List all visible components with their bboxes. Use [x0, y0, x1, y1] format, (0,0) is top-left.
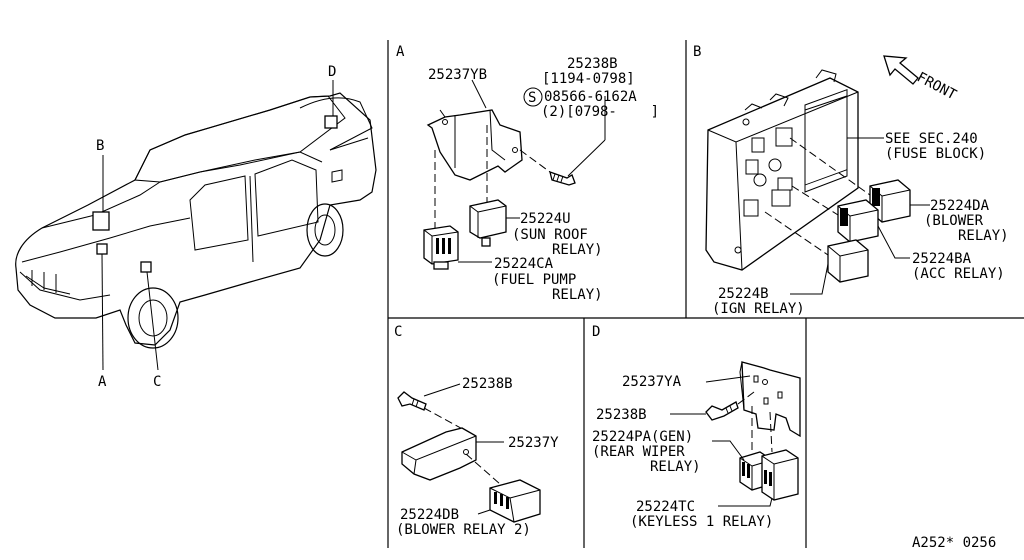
- section-c-title: C: [394, 324, 402, 340]
- a-screw-alt-label: 08566-6162A: [544, 89, 637, 105]
- a-relay1-desc1-label: (SUN ROOF: [512, 227, 588, 243]
- section-a-title: A: [396, 44, 405, 60]
- diagram-code: A252* 0256: [912, 535, 996, 551]
- a-relay1-part-label: 25224U: [520, 211, 571, 227]
- a-relay1-desc2-label: RELAY): [552, 242, 603, 258]
- a-bracket-label: 25237YB: [428, 67, 487, 83]
- section-b-parts: [705, 55, 930, 295]
- front-arrow-icon: [883, 55, 919, 85]
- c-relay-desc-label: (BLOWER RELAY 2): [396, 522, 531, 538]
- a-relay2-desc2-label: RELAY): [552, 287, 603, 303]
- car-locator-c: C: [153, 374, 161, 390]
- b-blower-part-label: 25224DA: [930, 198, 990, 214]
- a-screw-part-label: 25238B: [567, 56, 618, 72]
- section-d-parts: [670, 361, 801, 507]
- b-see-sec-label: SEE SEC.240: [885, 131, 978, 147]
- car-illustration: [15, 80, 377, 371]
- section-d-title: D: [592, 324, 600, 340]
- car-locator-b: B: [96, 138, 104, 154]
- d-relay2-part-label: 25224TC: [636, 499, 695, 515]
- d-relay1-desc2-label: RELAY): [650, 459, 701, 475]
- b-blower-desc2-label: RELAY): [958, 228, 1009, 244]
- panel-frame: [387, 40, 1024, 548]
- car-locator-d: D: [328, 64, 336, 80]
- c-screw-label: 25238B: [462, 376, 513, 392]
- b-acc-desc-label: (ACC RELAY): [912, 266, 1005, 282]
- d-relay1-desc1-label: (REAR WIPER: [592, 444, 685, 460]
- a-relay2-part-label: 25224CA: [494, 256, 554, 272]
- a-relay2-desc1-label: (FUEL PUMP: [492, 272, 576, 288]
- d-relay2-desc-label: (KEYLESS 1 RELAY): [630, 514, 773, 530]
- a-screw-range-label: [1194-0798]: [542, 71, 635, 87]
- b-blower-desc1-label: (BLOWER: [924, 213, 984, 229]
- b-front-label: FRONT: [914, 69, 959, 103]
- d-screw-label: 25238B: [596, 407, 647, 423]
- section-c-parts: [397, 383, 541, 523]
- c-relay-part-label: 25224DB: [400, 507, 459, 523]
- d-bracket-label: 25237YA: [622, 374, 682, 390]
- b-acc-part-label: 25224BA: [912, 251, 972, 267]
- section-b-title: B: [693, 44, 701, 60]
- b-fuse-block-label: (FUSE BLOCK): [885, 146, 986, 162]
- b-ign-part-label: 25224B: [718, 286, 769, 302]
- car-locator-a: A: [98, 374, 107, 390]
- b-ign-desc-label: (IGN RELAY): [712, 301, 805, 317]
- section-a-parts: [423, 79, 606, 270]
- a-screw-alt-qty-label: (2)[0798- ]: [541, 104, 659, 120]
- c-bracket-label: 25237Y: [508, 435, 559, 451]
- d-relay1-part-label: 25224PA(GEN): [592, 429, 693, 445]
- a-screw-alt-symbol: S: [528, 90, 536, 106]
